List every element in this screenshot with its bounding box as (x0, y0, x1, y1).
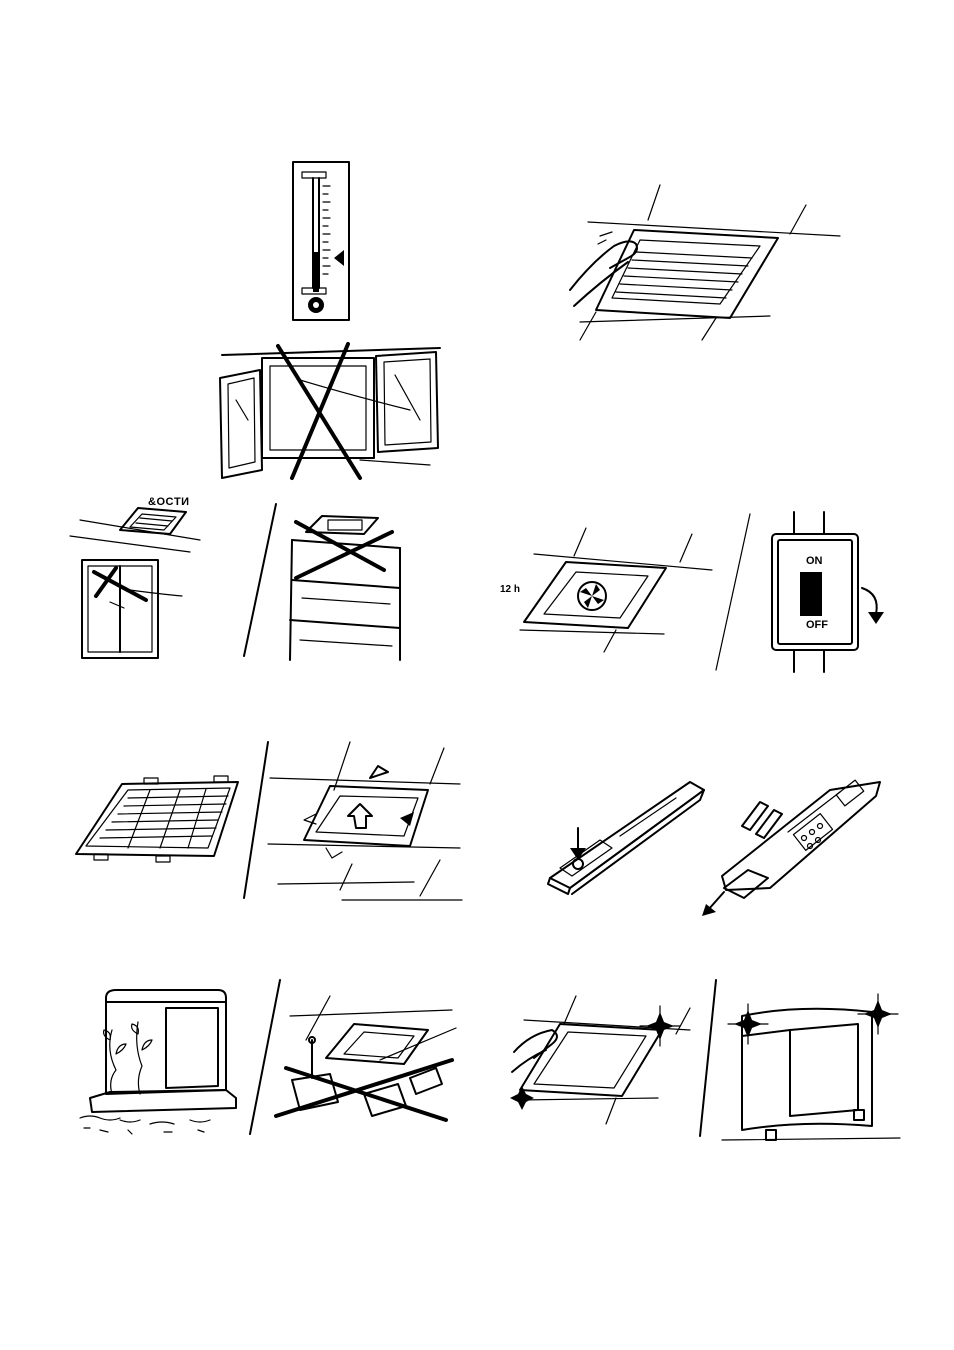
sparkle-icon (640, 1006, 680, 1046)
air-filter-illustration (76, 776, 238, 862)
dust-window-illustration (70, 508, 200, 658)
fan-timer-illustration (520, 514, 750, 670)
outdoor-unit-plants-illustration (80, 990, 236, 1134)
remote-battery-illustration (702, 780, 880, 916)
remote-control-closed-illustration (548, 782, 704, 894)
fan-timer-label: 12 h (500, 585, 520, 595)
floor-unit-clean-illustration (700, 980, 900, 1140)
sparkle-icon (858, 994, 898, 1034)
open-window-illustration (220, 344, 440, 478)
cross-mark-icon (286, 1068, 446, 1120)
cleaning-grille-illustration (570, 185, 840, 340)
thermometer-scale (323, 186, 330, 274)
arrow-up-icon (348, 804, 372, 828)
sparkle-icon (510, 1086, 534, 1110)
panel-removal-illustration (244, 742, 462, 900)
no-sprays-illustration (250, 980, 456, 1134)
switch-off-label: OFF (806, 620, 828, 631)
arrow-up-icon (370, 766, 388, 778)
blocked-shelves-illustration (244, 504, 400, 660)
dust-sign-label: &OCTИ (148, 497, 190, 508)
thermometer-illustration (293, 162, 349, 320)
arrow-down-icon (708, 892, 724, 910)
switch-on-label: ON (806, 556, 823, 567)
switch-lever (800, 572, 822, 616)
arrow-left-icon (334, 250, 344, 266)
fan-icon (578, 582, 606, 610)
power-switch-illustration[interactable] (772, 512, 884, 672)
curved-arrow-icon (862, 588, 877, 614)
sparkle-icon (728, 1004, 768, 1044)
wipe-panel-illustration (510, 996, 690, 1124)
